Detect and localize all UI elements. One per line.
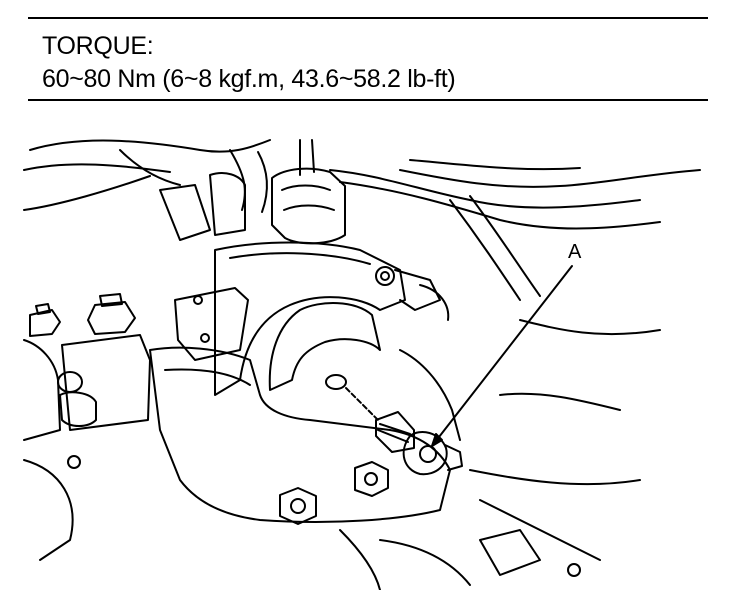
right-frame — [339, 319, 661, 590]
lower-nuts — [279, 461, 389, 525]
torque-spec: TORQUE: 60~80 Nm (6~8 kgf.m, 43.6~58.2 l… — [42, 30, 456, 96]
torque-value: 60~80 Nm (6~8 kgf.m, 43.6~58.2 lb-ft) — [42, 65, 456, 93]
callout-a-label: A — [568, 241, 582, 263]
top-rule — [28, 17, 708, 19]
mount-bracket — [149, 241, 461, 523]
left-bolts — [23, 293, 151, 561]
bolt-a-assembly — [325, 374, 463, 476]
hose-clamp — [159, 167, 346, 245]
torque-heading: TORQUE: — [42, 32, 154, 60]
engine-mount-illustration — [23, 139, 701, 590]
background-hoses — [23, 139, 701, 301]
bottom-rule — [28, 99, 708, 101]
callout-a-leader — [431, 265, 573, 447]
